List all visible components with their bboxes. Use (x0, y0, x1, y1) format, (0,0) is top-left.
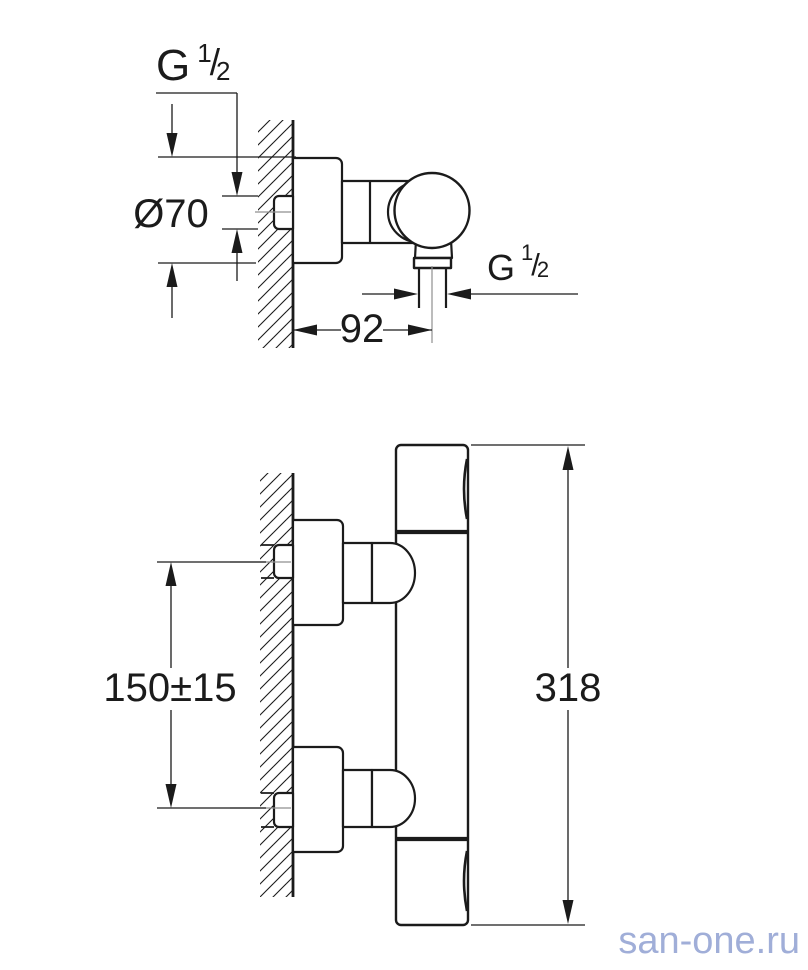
mixer-body (394, 443, 470, 927)
lower-union-nut-dome (370, 768, 417, 829)
wall-hatching (260, 473, 293, 897)
nipple-extension-lines (222, 195, 258, 230)
upper-union-neck (341, 541, 374, 605)
wall-hatching (258, 120, 293, 348)
nipple-arrow-up (231, 229, 243, 253)
lower-inlet-nipple (272, 791, 295, 829)
centers-arrow-down (165, 784, 177, 808)
centers-text-mask (103, 668, 237, 710)
front-view: 150±15 318 (103, 443, 602, 927)
diameter-extension-lines (158, 156, 296, 264)
outlet-arrow-left (447, 288, 471, 300)
diameter-arrow-up (166, 263, 178, 287)
diameter-arrow-down (166, 133, 178, 157)
height-text-mask (534, 668, 602, 710)
leader-arrow-down (231, 172, 243, 196)
lower-union-escutcheon (291, 745, 345, 854)
escutcheon-flange (291, 156, 344, 265)
width-arrow-right (408, 324, 432, 336)
centers-arrow-up (165, 562, 177, 586)
height-extension-lines (471, 444, 585, 926)
dim-label-centers: 150±15 (103, 666, 236, 710)
centers-extension-lines (157, 561, 266, 809)
dim-label-height: 318 (535, 666, 602, 710)
lower-union-neck (341, 768, 374, 829)
handle-knob (393, 171, 471, 250)
upper-union-nut-dome (370, 541, 417, 605)
outlet-arrow-right (394, 288, 418, 300)
site-watermark: san-one.ru (618, 920, 800, 962)
width-arrow-left (293, 324, 317, 336)
bottom-cap-contour-arc (462, 850, 469, 912)
dim-label-diameter: Ø70 (133, 192, 209, 236)
lower-inlet-pipe-stubs (261, 792, 274, 828)
upper-union-escutcheon (291, 518, 345, 627)
height-arrow-up (562, 446, 574, 470)
height-arrow-down (562, 900, 574, 924)
upper-inlet-pipe-stubs (261, 544, 274, 579)
inlet-thread-leader-line (156, 92, 238, 172)
dim-label-width: 92 (340, 307, 385, 351)
top-cap-contour-arc (462, 458, 469, 520)
